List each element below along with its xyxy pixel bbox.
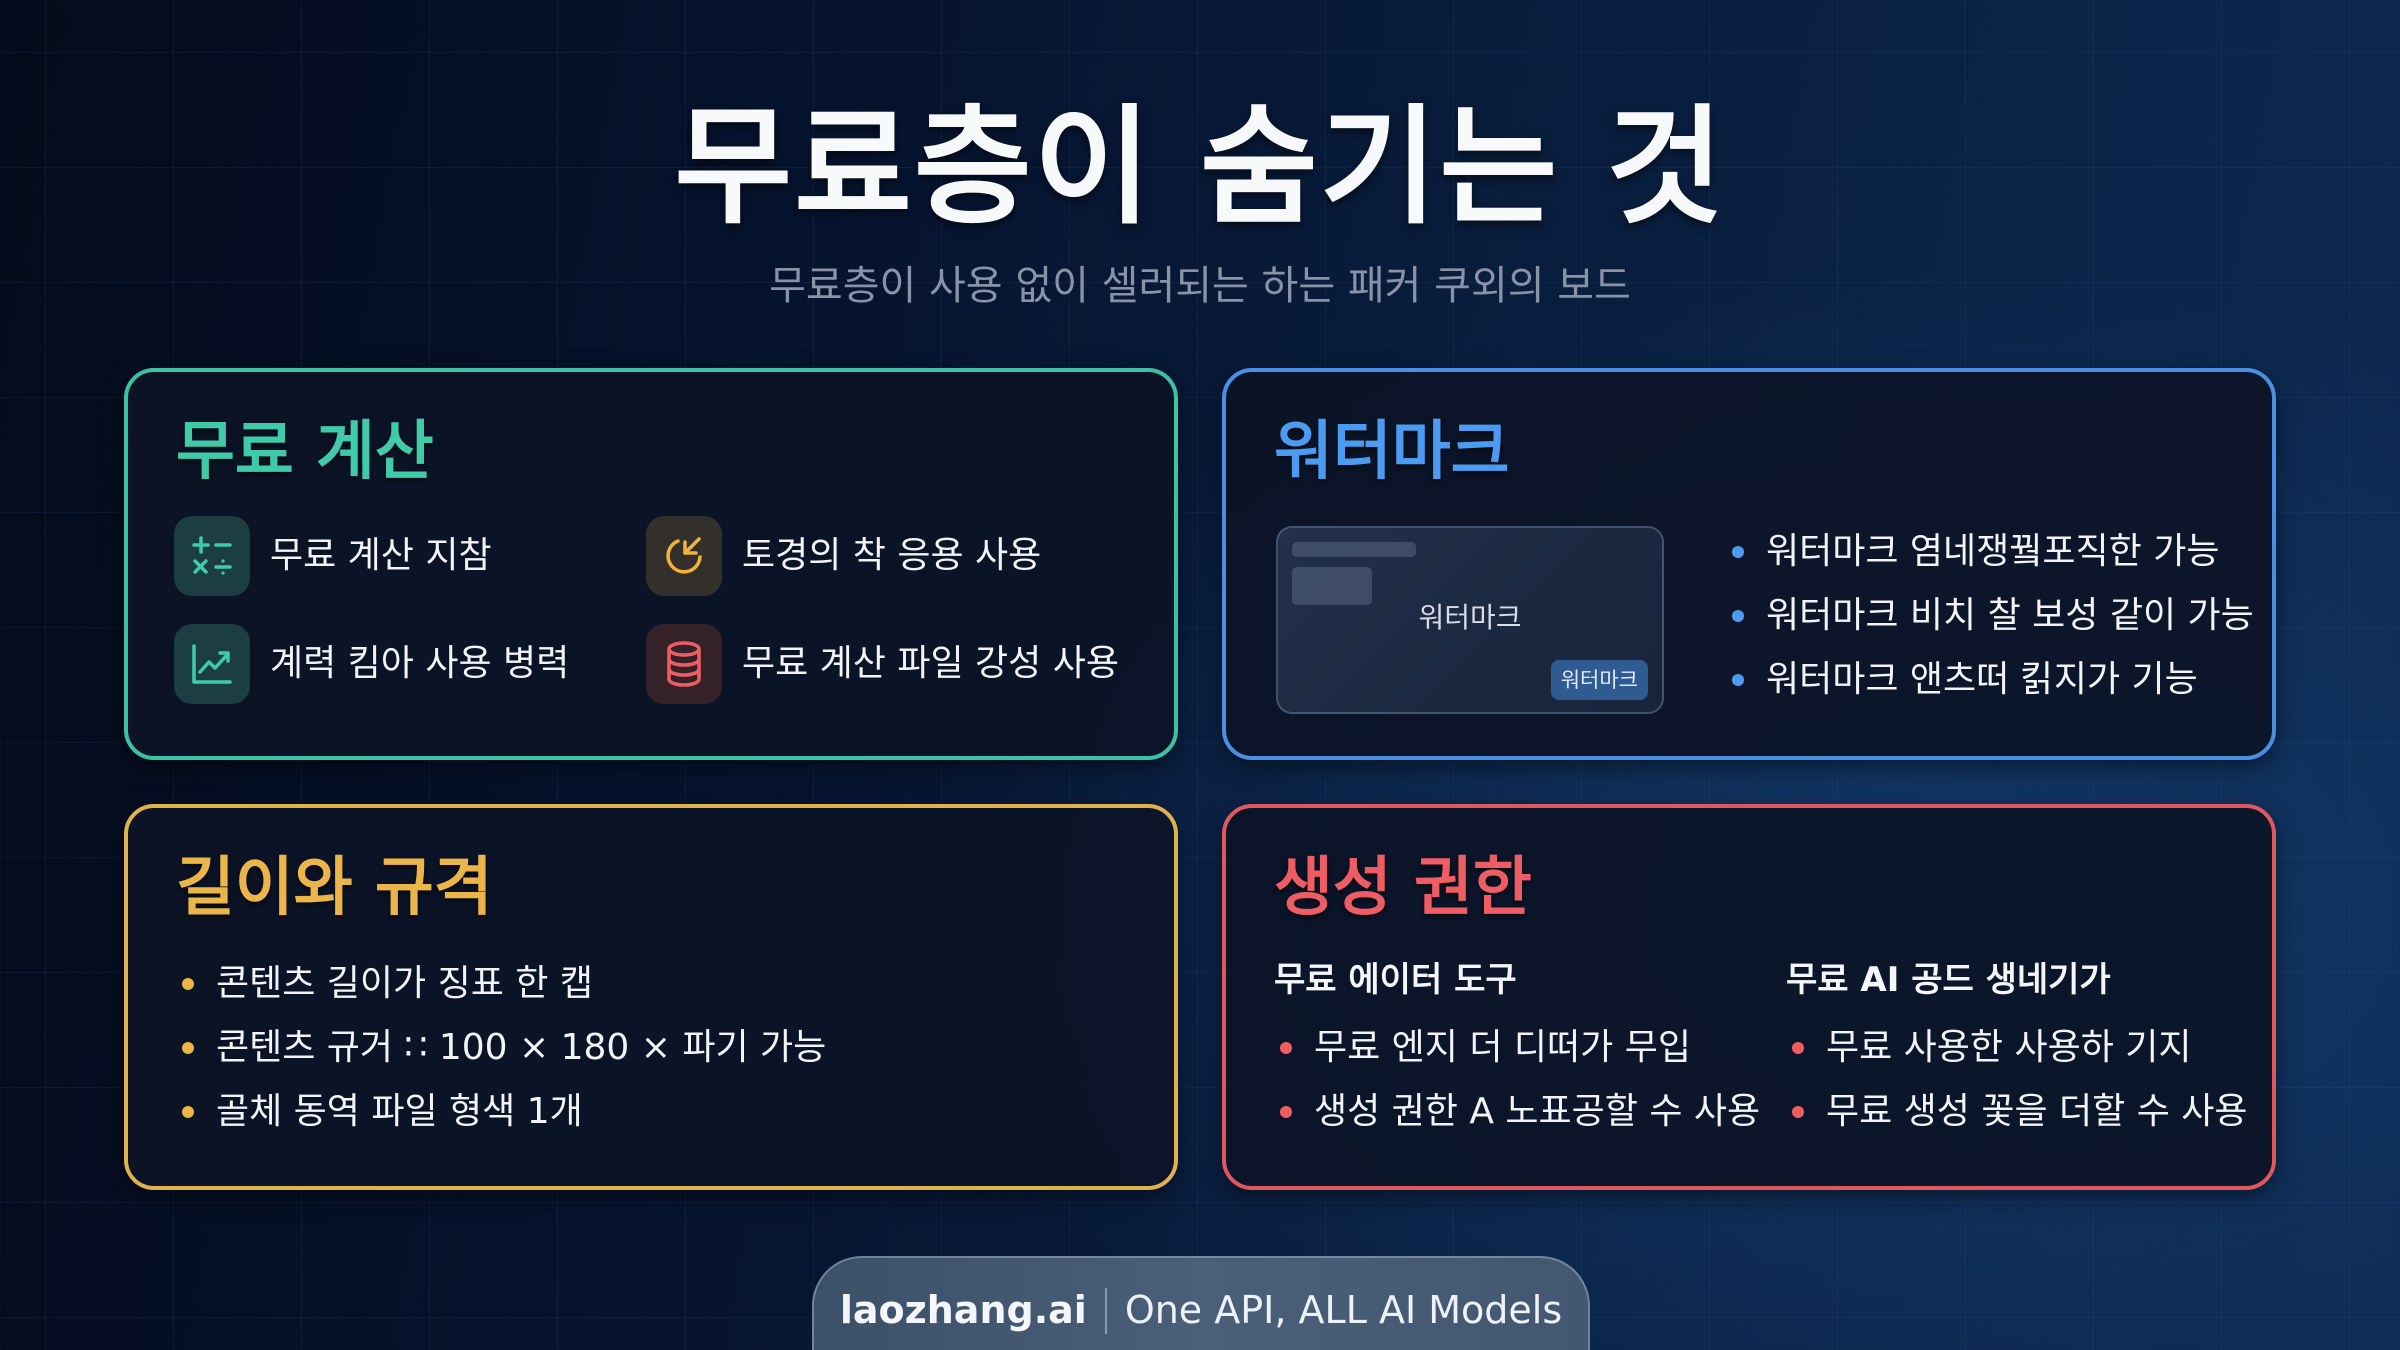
bullet-dot	[1732, 674, 1744, 686]
card-title: 길이와 규격	[176, 851, 493, 925]
bullet-dot	[1280, 1106, 1292, 1118]
footer-banner: laozhang.ai One API, ALL AI Models	[812, 1256, 1590, 1350]
watermark-preview: 워터마크 워터마크	[1276, 526, 1664, 714]
list-item: 콘텐츠 규거 ∷ 100 × 180 × 파기 가능	[182, 1016, 826, 1080]
card-title: 무료 계산	[176, 415, 434, 489]
bullet-dot	[1792, 1042, 1804, 1054]
bullet-text: 무료 생성 꽃을 더할 수 사용	[1826, 1091, 2248, 1132]
feature-item: 무료 계산 파일 강성 사용	[646, 624, 1119, 704]
list-item: 워터마크 앤츠떠 킭지가 기능	[1732, 648, 2254, 712]
list-item: 콘텐츠 길이가 징표 한 캡	[182, 952, 826, 1016]
bullet-dot	[182, 1106, 194, 1118]
page-subtitle: 무료층이 사용 없이 셀러되는 하는 패커 쿠외의 보드	[769, 263, 1631, 309]
refresh-arrow-icon	[646, 516, 722, 596]
bullet-dot	[1732, 546, 1744, 558]
feature-label: 계력 킴아 사용 병력	[270, 643, 570, 684]
preview-placeholder-block	[1292, 567, 1372, 605]
list-item: 워터마크 비치 찰 보성 같이 가능	[1732, 584, 2254, 648]
footer-tagline: One API, ALL AI Models	[1124, 1288, 1563, 1332]
footer-divider	[1104, 1288, 1107, 1334]
bullet-text: 생성 권한 A 노표공할 수 사용	[1314, 1091, 1761, 1132]
preview-watermark-text: 워터마크	[1418, 601, 1522, 634]
bullet-dot	[1792, 1106, 1804, 1118]
card-title: 워터마크	[1274, 415, 1510, 489]
bullet-text: 워터마크 앤츠떠 킭지가 기능	[1766, 659, 2198, 700]
feature-item: 토경의 착 응용 사용	[646, 516, 1041, 596]
length-bullet-list: 콘텐츠 길이가 징표 한 캡 콘텐츠 규거 ∷ 100 × 180 × 파기 가…	[182, 952, 826, 1144]
calculator-icon	[174, 516, 250, 596]
page-title: 무료층이 숨기는 것	[674, 93, 1726, 242]
bullet-dot	[1732, 610, 1744, 622]
trend-chart-icon	[174, 624, 250, 704]
bullet-text: 콘텐츠 길이가 징표 한 캡	[216, 963, 593, 1004]
feature-label: 무료 계산 지참	[270, 535, 492, 576]
card-free-compute: 무료 계산 무료 계산 지참 토경의 착 응용 사용 계력 킴아 사용	[124, 368, 1178, 760]
card-length-spec: 길이와 규격 콘텐츠 길이가 징표 한 캡 콘텐츠 규거 ∷ 100 × 180…	[124, 804, 1178, 1190]
card-title: 생성 권한	[1274, 851, 1532, 925]
feature-item: 무료 계산 지참	[174, 516, 492, 596]
feature-label: 토경의 착 응용 사용	[742, 535, 1042, 576]
list-item: 생성 권한 A 노표공할 수 사용	[1280, 1080, 1760, 1144]
preview-watermark-badge: 워터마크	[1550, 660, 1648, 700]
bullet-text: 무료 사용한 사용하 기지	[1826, 1027, 2192, 1068]
list-item: 무료 엔지 더 디떠가 무입	[1280, 1016, 1760, 1080]
list-item: 골체 동역 파일 형색 1개	[182, 1080, 826, 1144]
watermark-bullet-list: 워터마크 염네쟁꿬포직한 가능 워터마크 비치 찰 보성 같이 가능 워터마크 …	[1732, 520, 2254, 712]
footer-brand[interactable]: laozhang.ai	[839, 1288, 1087, 1332]
bullet-text: 워터마크 염네쟁꿬포직한 가능	[1766, 531, 2220, 572]
list-item: 무료 생성 꽃을 더할 수 사용	[1792, 1080, 2248, 1144]
feature-item: 계력 킴아 사용 병력	[174, 624, 569, 704]
list-item: 무료 사용한 사용하 기지	[1792, 1016, 2248, 1080]
database-icon	[646, 624, 722, 704]
rights-bullet-list: 무료 사용한 사용하 기지 무료 생성 꽃을 더할 수 사용	[1792, 1016, 2248, 1144]
bullet-dot	[1280, 1042, 1292, 1054]
card-watermark: 워터마크 워터마크 워터마크 워터마크 염네쟁꿬포직한 가능 워터마크 비치 찰…	[1222, 368, 2276, 760]
feature-label: 무료 계산 파일 강성 사용	[742, 643, 1119, 684]
bullet-text: 워터마크 비치 찰 보성 같이 가능	[1766, 595, 2254, 636]
card-generation-rights: 생성 권한 무료 에이터 도구 무료 엔지 더 디떠가 무입 생성 권한 A 노…	[1222, 804, 2276, 1190]
rights-bullet-list: 무료 엔지 더 디떠가 무입 생성 권한 A 노표공할 수 사용	[1280, 1016, 1760, 1144]
bullet-text: 무료 엔지 더 디떠가 무입	[1314, 1027, 1691, 1068]
column-heading: 무료 AI 공드 생네기가	[1786, 960, 2111, 1000]
column-heading: 무료 에이터 도구	[1274, 960, 1517, 1000]
bullet-dot	[182, 978, 194, 990]
bullet-text: 콘텐츠 규거 ∷ 100 × 180 × 파기 가능	[216, 1027, 827, 1068]
bullet-text: 골체 동역 파일 형색 1개	[216, 1091, 583, 1132]
list-item: 워터마크 염네쟁꿬포직한 가능	[1732, 520, 2254, 584]
preview-placeholder-bar	[1292, 542, 1416, 557]
bullet-dot	[182, 1042, 194, 1054]
